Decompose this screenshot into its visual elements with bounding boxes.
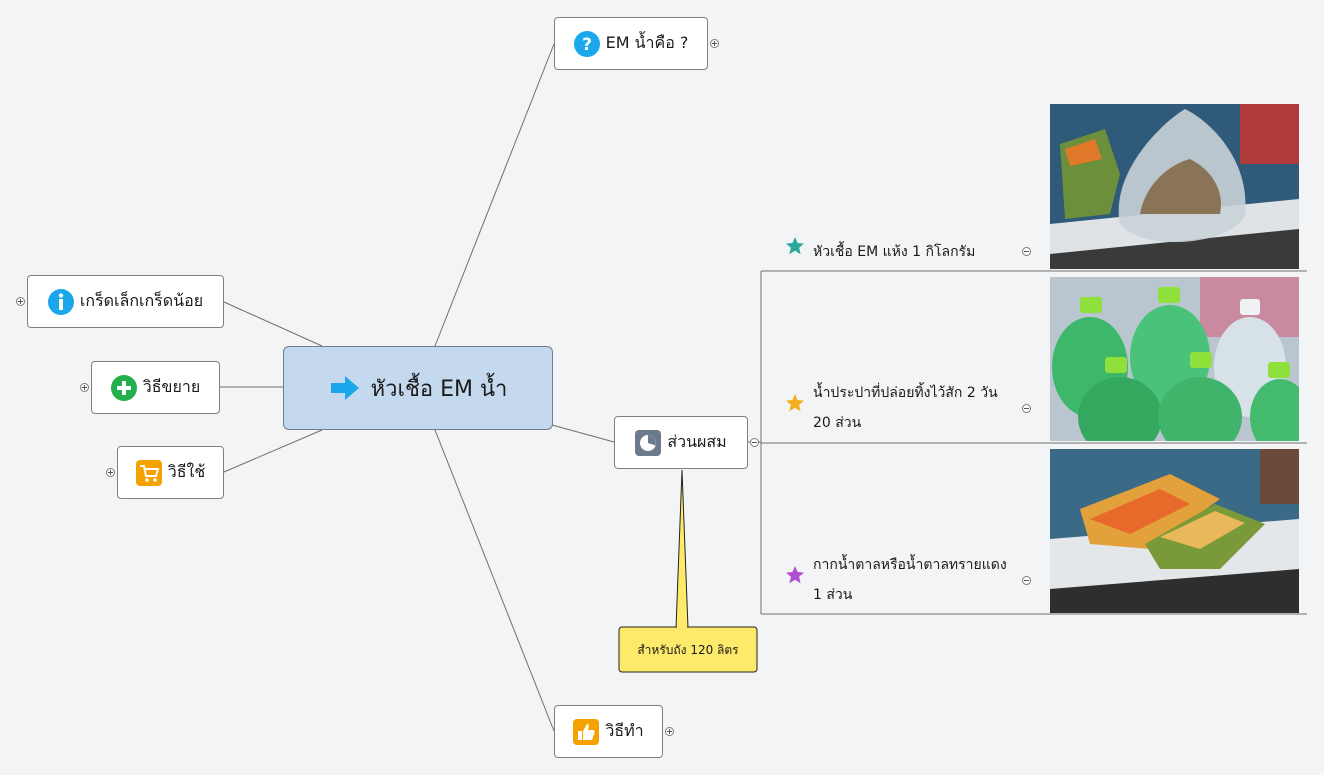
callout-text: สำหรับถัง 120 ลิตร: [637, 642, 739, 657]
arrow-right-icon: [329, 374, 361, 402]
topic-label: EM น้ำคือ ?: [605, 33, 689, 52]
collapse-toggle-item-em[interactable]: [1022, 247, 1031, 256]
expand-toggle-what-is[interactable]: [710, 39, 719, 48]
star-yellow-icon: [785, 393, 805, 424]
thumbs-up-icon: [573, 718, 600, 745]
ingredient-line1: หัวเชื้อ EM แห้ง 1 กิโลกรัม: [813, 243, 976, 260]
topic-tips[interactable]: เกร็ดเล็กเกร็ดน้อย: [27, 275, 224, 328]
central-topic[interactable]: หัวเชื้อ EM น้ำ: [283, 346, 553, 430]
topic-label: วิธีใช้: [167, 462, 206, 481]
topic-what-is-em[interactable]: ? EM น้ำคือ ?: [554, 17, 708, 70]
info-icon: [47, 288, 74, 315]
ingredient-item-water[interactable]: น้ำประปาที่ปล่อยทิ้งไว้สัก 2 วัน 20 ส่วน: [785, 378, 998, 438]
sugar-bags-photo: [1050, 449, 1299, 613]
topic-label: ส่วนผสม: [667, 432, 727, 451]
topic-expand-method[interactable]: วิธีขยาย: [91, 361, 220, 414]
ingredient-line2: 1 ส่วน: [813, 587, 853, 603]
collapse-toggle-item-water[interactable]: [1022, 404, 1031, 413]
question-icon: ?: [573, 30, 600, 57]
topic-usage[interactable]: วิธีใช้: [117, 446, 224, 499]
shopping-cart-icon: [135, 459, 162, 486]
expand-toggle-usage[interactable]: [106, 468, 115, 477]
central-topic-label: หัวเชื้อ EM น้ำ: [370, 376, 508, 402]
ingredient-item-sugar[interactable]: กากน้ำตาลหรือน้ำตาลทรายแดง 1 ส่วน: [785, 550, 1007, 610]
ingredient-item-em[interactable]: หัวเชื้อ EM แห้ง 1 กิโลกรัม: [785, 236, 975, 267]
callout-note[interactable]: สำหรับถัง 120 ลิตร: [619, 628, 757, 672]
topic-ingredients[interactable]: ส่วนผสม: [614, 416, 748, 469]
topic-label: วิธีขยาย: [142, 377, 201, 396]
svg-text:?: ?: [582, 35, 592, 55]
ingredient-line1: กากน้ำตาลหรือน้ำตาลทรายแดง: [813, 557, 1007, 573]
pie-chart-icon: [635, 429, 662, 456]
topic-method[interactable]: วิธีทำ: [554, 705, 663, 758]
star-purple-icon: [785, 565, 805, 596]
expand-toggle-expand[interactable]: [80, 383, 89, 392]
expand-toggle-tips[interactable]: [16, 297, 25, 306]
plus-circle-icon: [110, 374, 137, 401]
topic-label: วิธีทำ: [605, 721, 644, 740]
collapse-toggle-item-sugar[interactable]: [1022, 576, 1031, 585]
ingredient-line1: น้ำประปาที่ปล่อยทิ้งไว้สัก 2 วัน: [813, 385, 998, 401]
star-teal-icon: [785, 236, 805, 267]
topic-label: เกร็ดเล็กเกร็ดน้อย: [79, 291, 204, 310]
collapse-toggle-ingredients[interactable]: [750, 438, 759, 447]
expand-toggle-method[interactable]: [665, 727, 674, 736]
ingredient-line2: 20 ส่วน: [813, 415, 862, 431]
em-powder-bag-photo: [1050, 104, 1299, 269]
water-bottles-photo: [1050, 277, 1299, 441]
